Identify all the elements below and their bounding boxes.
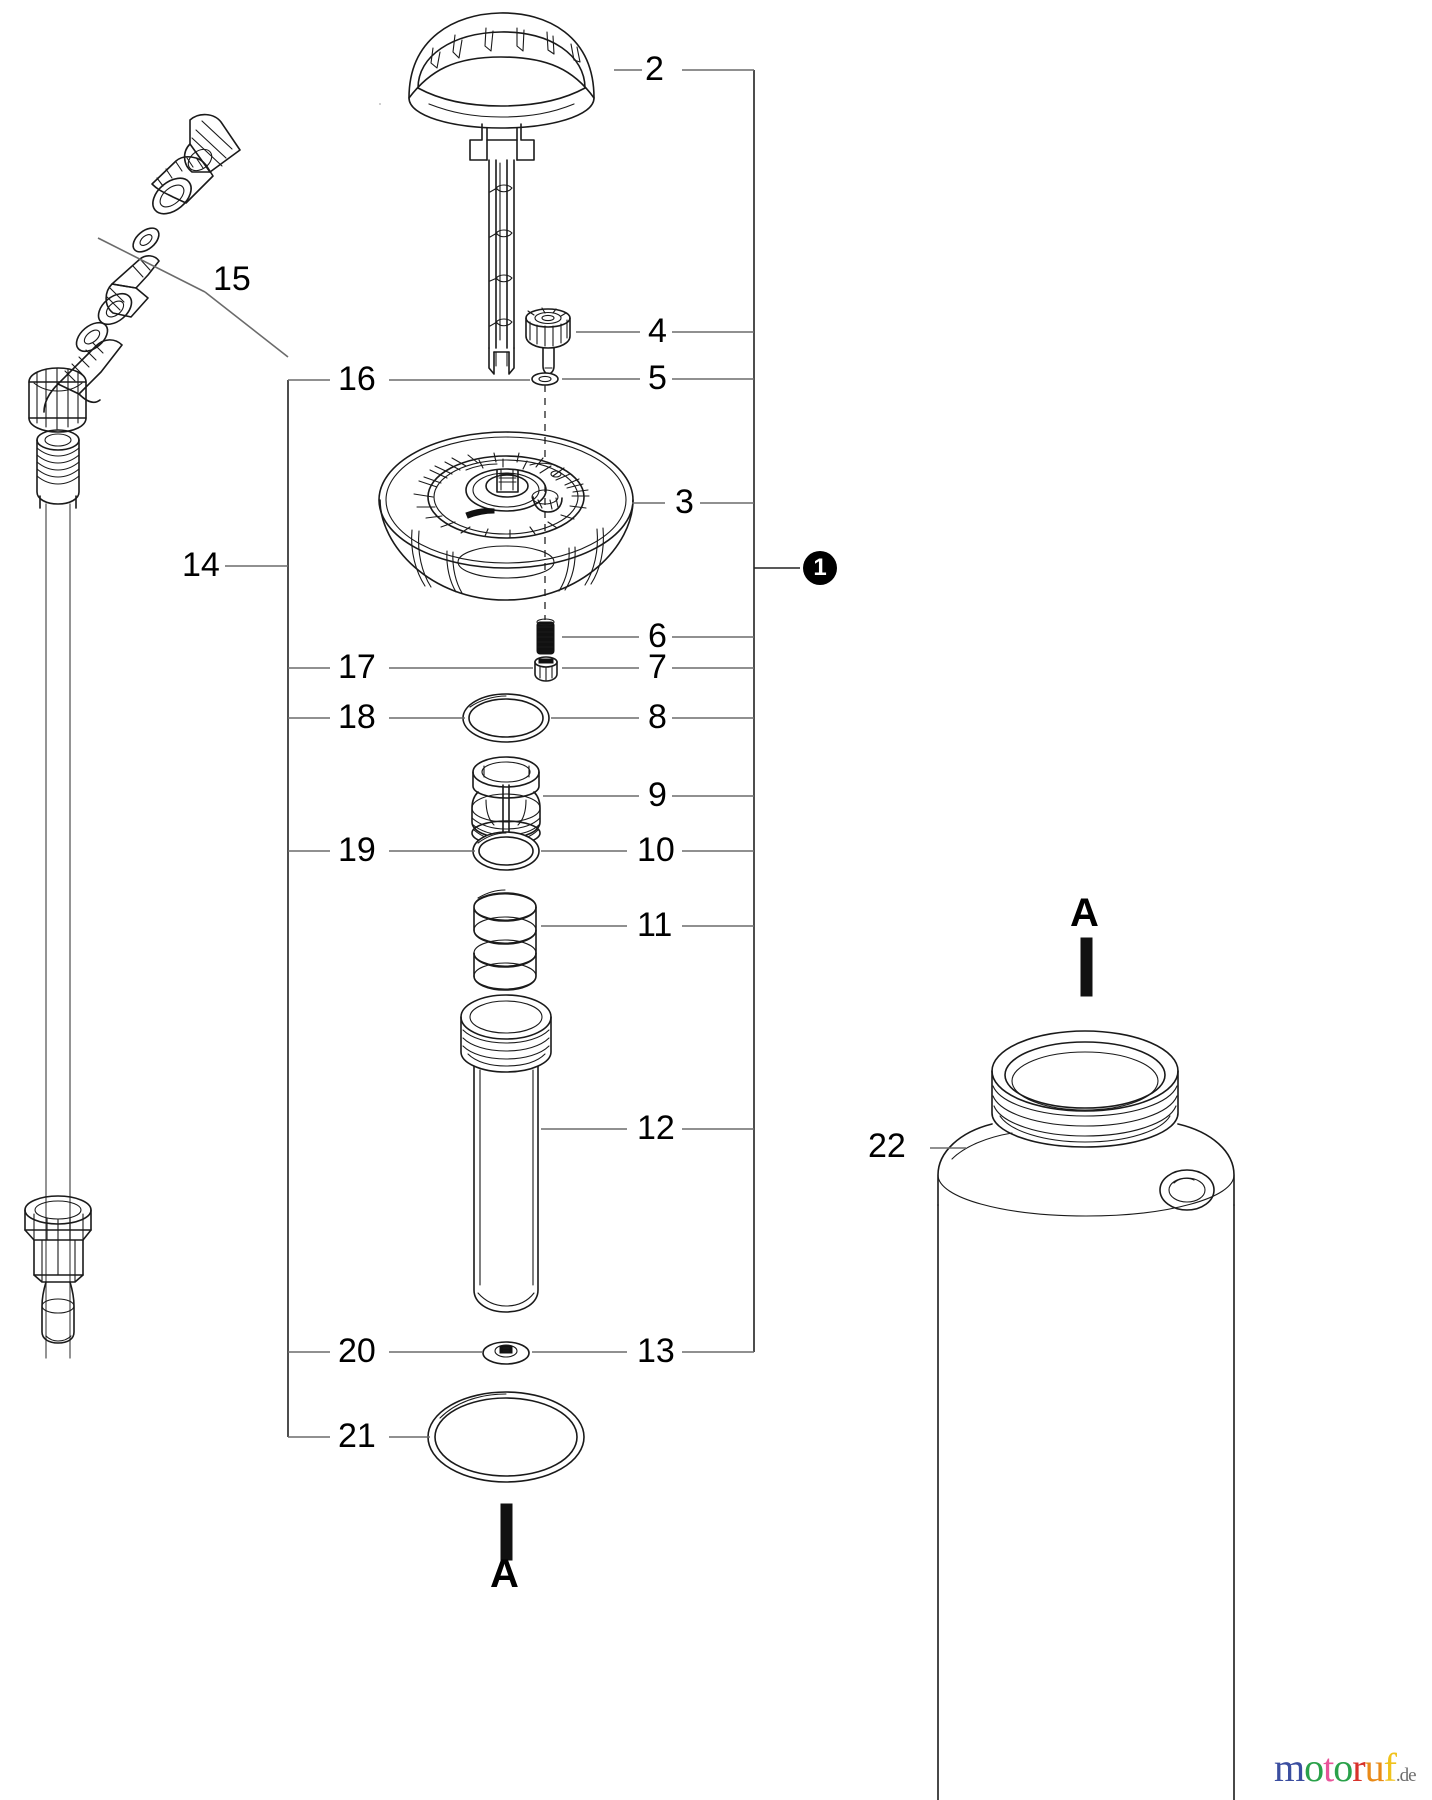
logo-letter-t: t — [1323, 1745, 1334, 1790]
callout-12[interactable]: 12 — [637, 1109, 675, 1147]
callout-21[interactable]: 21 — [338, 1417, 376, 1455]
callout-10[interactable]: 10 — [637, 831, 675, 869]
logo-letter-u: u — [1364, 1745, 1385, 1790]
left-wand-assembly-artwork — [24, 113, 241, 1359]
part-10-oring-artwork — [472, 831, 540, 871]
logo-letter-r: r — [1352, 1745, 1365, 1790]
part-13-disc-artwork — [482, 1341, 530, 1365]
callout-22[interactable]: 22 — [868, 1127, 906, 1165]
section-marker-arrows — [500, 937, 1093, 1561]
part-21-gasket-artwork — [427, 1391, 585, 1483]
callout-11[interactable]: 11 — [637, 906, 673, 944]
logo-letter-o2: o — [1333, 1745, 1353, 1790]
assembly-badge-1[interactable]: 1 — [803, 551, 837, 585]
logo-tld: .de — [1395, 1765, 1417, 1786]
callout-18[interactable]: 18 — [338, 698, 376, 736]
callout-8[interactable]: 8 — [648, 698, 667, 736]
logo-letter-f: f — [1383, 1745, 1397, 1790]
callout-17[interactable]: 17 — [338, 648, 376, 686]
section-marker-a-bottom: A — [490, 1552, 519, 1596]
part-8-oring-artwork — [462, 693, 550, 743]
callout-16[interactable]: 16 — [338, 360, 376, 398]
part-7-nut-artwork — [534, 656, 558, 682]
leader-lines-and-brackets — [97, 69, 966, 1438]
callout-2[interactable]: 2 — [645, 50, 664, 88]
motoruf-watermark-logo: motoruf.de — [1274, 1745, 1417, 1790]
part-2-handle-artwork — [379, 12, 595, 375]
callout-9[interactable]: 9 — [648, 776, 667, 814]
callout-5[interactable]: 5 — [648, 359, 667, 397]
part-12-cylinder-artwork — [460, 994, 552, 1313]
callout-13[interactable]: 13 — [637, 1332, 675, 1370]
callout-19[interactable]: 19 — [338, 831, 376, 869]
part-22-tank-artwork — [937, 1030, 1235, 1800]
part-11-spring-artwork — [473, 889, 537, 991]
callout-20[interactable]: 20 — [338, 1332, 376, 1370]
part-6-spring-artwork — [536, 618, 555, 655]
part-4-knob-artwork — [525, 307, 571, 375]
callout-6[interactable]: 6 — [648, 617, 667, 655]
part-5-washer-artwork — [531, 372, 559, 386]
callout-4[interactable]: 4 — [648, 312, 667, 350]
callout-3[interactable]: 3 — [675, 483, 694, 521]
callout-15[interactable]: 15 — [213, 260, 251, 298]
callout-14[interactable]: 14 — [182, 546, 220, 584]
logo-letter-m: m — [1274, 1745, 1305, 1790]
section-marker-a-top: A — [1070, 891, 1099, 935]
callout-7[interactable]: 7 — [648, 648, 667, 686]
logo-letter-o1: o — [1304, 1745, 1324, 1790]
part-3-cap-artwork — [378, 431, 634, 601]
